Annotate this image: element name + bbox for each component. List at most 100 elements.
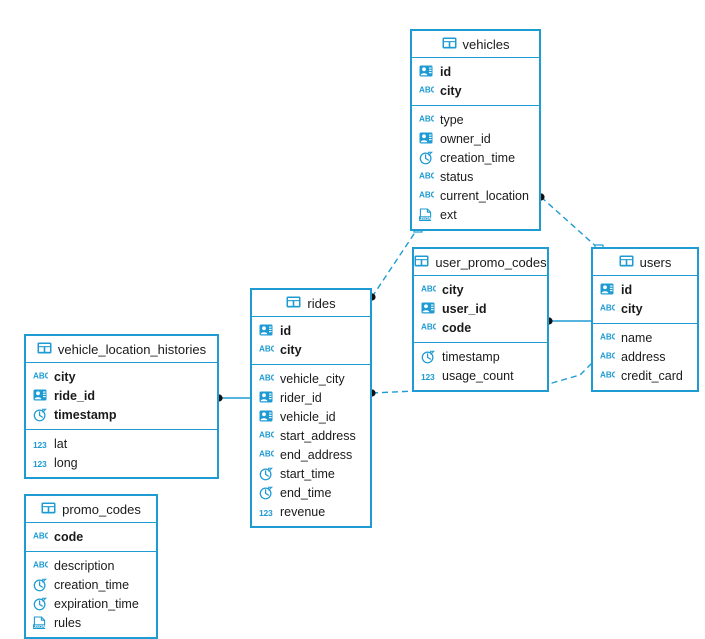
column-name-label: city — [54, 369, 76, 384]
123-number-icon: 123 — [259, 507, 273, 518]
table-title-promo_codes[interactable]: promo_codes — [26, 496, 156, 523]
identity-key-icon — [600, 283, 615, 297]
svg-text:JSON: JSON — [420, 216, 432, 221]
column-row[interactable]: id — [412, 62, 539, 81]
column-name-label: city — [440, 83, 462, 98]
relationship-edge-vehicles-users[interactable] — [540, 196, 600, 250]
timestamp-clock-icon — [259, 486, 274, 500]
column-name-label: city — [442, 282, 464, 297]
column-row[interactable]: vehicle_id — [252, 407, 370, 426]
column-row[interactable]: ride_id — [26, 386, 217, 405]
table-title-rides[interactable]: rides — [252, 290, 370, 317]
table-icon — [286, 296, 301, 310]
123-number-icon: 123 — [33, 458, 47, 469]
column-name-label: address — [621, 349, 666, 364]
table-icon — [37, 342, 52, 356]
timestamp-clock-icon — [259, 467, 274, 481]
abc-text-icon: ABC — [600, 350, 615, 364]
123-number-icon: 123 — [421, 371, 435, 382]
identity-key-icon — [259, 410, 274, 424]
svg-text:ABC: ABC — [33, 371, 48, 380]
abc-text-icon: ABC — [259, 343, 274, 357]
abc-text-icon: ABC — [419, 189, 434, 203]
column-name-label: end_address — [280, 447, 353, 462]
abc-text-icon: ABC — [421, 283, 436, 297]
column-row[interactable]: user_id — [414, 299, 547, 318]
identity-key-icon — [33, 389, 48, 403]
table-name-label: vehicle_location_histories — [57, 341, 207, 357]
identity-key-icon — [421, 302, 436, 316]
column-name-label: name — [621, 330, 653, 345]
column-row[interactable]: ABC city — [412, 81, 539, 100]
table-title-users[interactable]: users — [593, 249, 697, 276]
column-row[interactable]: end_time — [252, 483, 370, 502]
column-row[interactable]: creation_time — [26, 575, 156, 594]
timestamp-clock-icon — [421, 350, 436, 364]
table-name-label: user_promo_codes — [435, 254, 547, 270]
column-name-label: description — [54, 558, 115, 573]
column-row[interactable]: ABC address — [593, 347, 697, 366]
table-title-user_promo_codes[interactable]: user_promo_codes — [414, 249, 547, 276]
table-title-vehicles[interactable]: vehicles — [412, 31, 539, 58]
svg-text:ABC: ABC — [419, 114, 434, 123]
column-row[interactable]: timestamp — [26, 405, 217, 424]
column-row[interactable]: ABC end_address — [252, 445, 370, 464]
column-row[interactable]: start_time — [252, 464, 370, 483]
abc-text-icon: ABC — [419, 113, 434, 127]
column-row[interactable]: id — [252, 321, 370, 340]
column-name-label: credit_card — [621, 368, 683, 383]
column-name-label: vehicle_id — [280, 409, 336, 424]
abc-text-icon: ABC — [33, 370, 48, 384]
column-row[interactable]: expiration_time — [26, 594, 156, 613]
identity-key-icon — [259, 391, 274, 405]
column-row[interactable]: owner_id — [412, 129, 539, 148]
column-row[interactable]: rider_id — [252, 388, 370, 407]
abc-text-icon: ABC — [419, 84, 434, 98]
column-row[interactable]: timestamp — [414, 347, 547, 366]
column-row[interactable]: ABC city — [414, 280, 547, 299]
abc-text-icon: ABC — [259, 448, 274, 462]
table-title-vehicle_location_histories[interactable]: vehicle_location_histories — [26, 336, 217, 363]
column-name-label: rider_id — [280, 390, 322, 405]
table-name-label: promo_codes — [62, 501, 141, 517]
column-row[interactable]: creation_time — [412, 148, 539, 167]
column-name-label: rules — [54, 615, 82, 630]
abc-text-icon: ABC — [600, 302, 615, 316]
column-name-label: creation_time — [440, 150, 516, 165]
column-name-label: code — [54, 529, 84, 544]
column-name-label: creation_time — [54, 577, 130, 592]
column-row[interactable]: ABC city — [26, 367, 217, 386]
column-row[interactable]: id — [593, 280, 697, 299]
column-name-label: start_address — [280, 428, 356, 443]
